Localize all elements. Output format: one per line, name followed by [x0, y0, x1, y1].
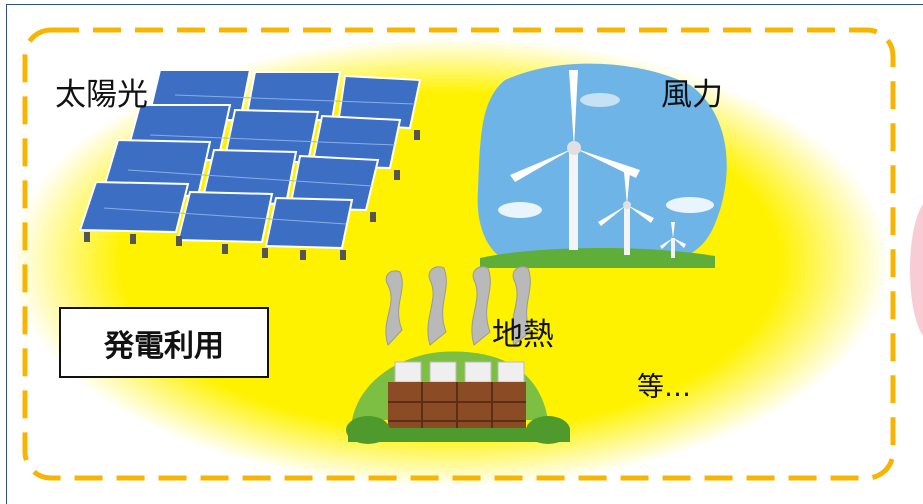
geothermal-label: 地熱 — [492, 317, 554, 353]
etc-label: 等… — [637, 372, 691, 403]
frame-top-line — [6, 4, 923, 5]
pink-edge-shape — [910, 200, 923, 340]
geothermal-plant-icon — [346, 266, 570, 444]
frame-left-line — [6, 4, 7, 504]
wind-turbine-icon — [477, 63, 727, 268]
wind-label: 風力 — [661, 77, 723, 113]
power-generation-badge: 発電利用 — [59, 307, 269, 378]
solar-panel-icon — [78, 69, 422, 260]
power-generation-label: 発電利用 — [104, 328, 224, 364]
solar-label: 太陽光 — [55, 77, 148, 113]
dashed-border — [22, 27, 896, 481]
